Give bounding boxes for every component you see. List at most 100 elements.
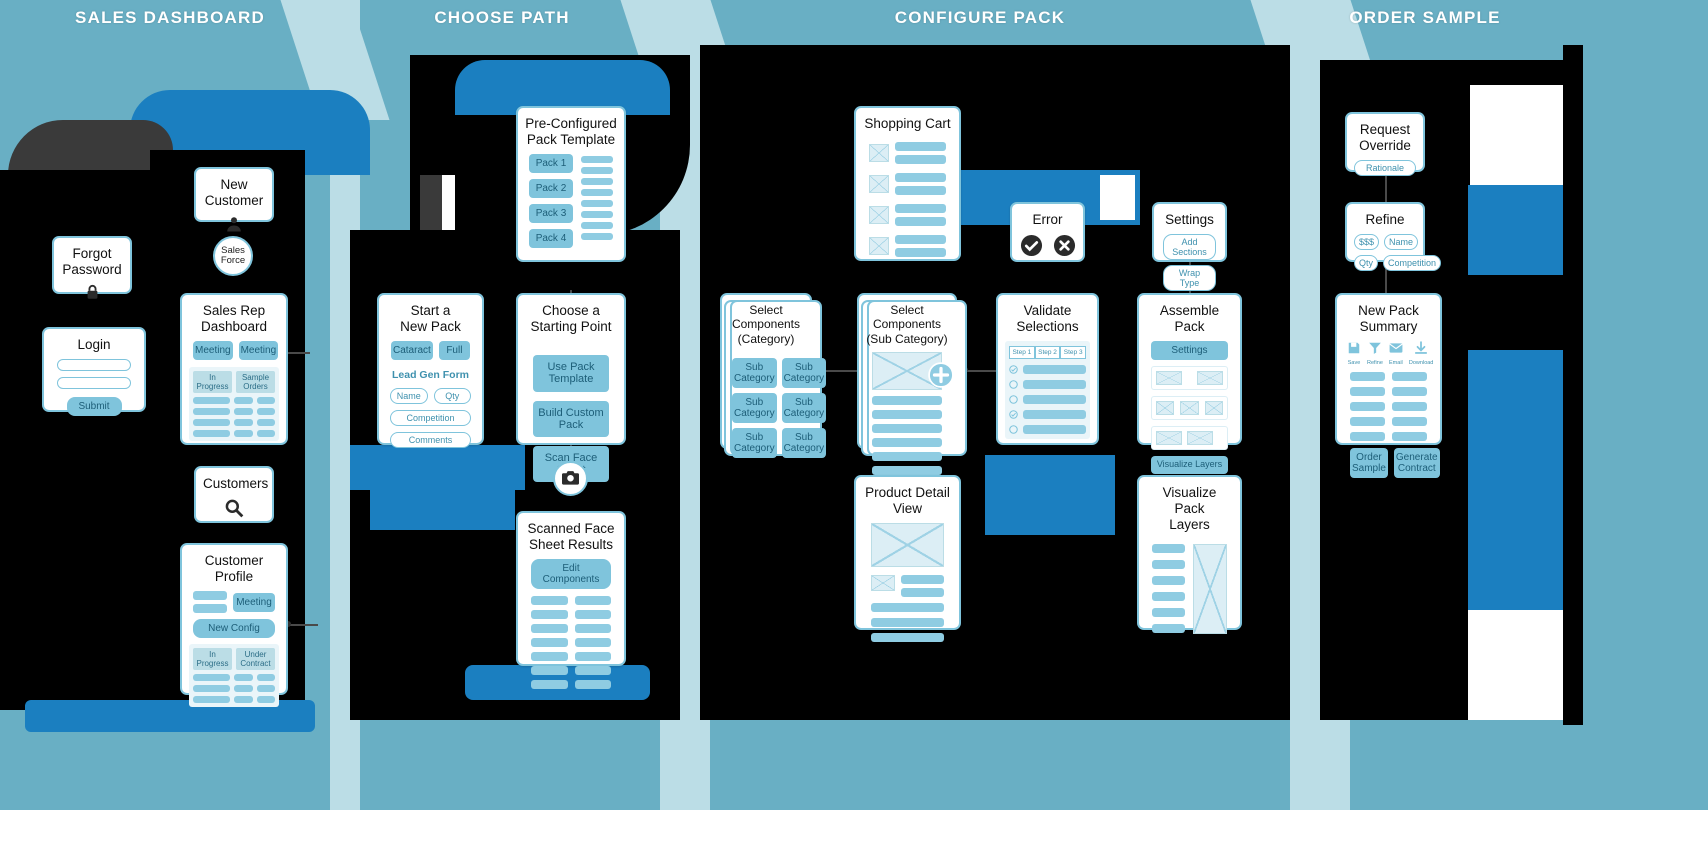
pack-button-4[interactable]: Pack 4 (529, 229, 573, 249)
select-components-subcategory-title: Select Components (Sub Category) (866, 303, 948, 346)
card-customer-profile[interactable]: Customer Profile Meeting New Config In P… (180, 543, 288, 708)
card-new-customer[interactable]: New Customer (194, 167, 274, 232)
login-field-1[interactable] (57, 359, 131, 372)
toolbar-refine[interactable]: Refine (1367, 341, 1383, 366)
option-use-pack-template[interactable]: Use Pack Template (533, 355, 609, 392)
table-row (193, 397, 275, 405)
assemble-settings-button[interactable]: Settings (1151, 341, 1228, 361)
field-qty[interactable]: Qty (433, 388, 471, 405)
product-detail-view-title: Product Detail View (865, 485, 950, 517)
card-forgot-password[interactable]: Forgot Password (52, 236, 132, 300)
toggle-full[interactable]: Full (438, 341, 470, 361)
validate-row (1009, 410, 1086, 420)
toolbar-download[interactable]: Download (1409, 341, 1433, 366)
edit-components-button[interactable]: Edit Components (531, 559, 611, 590)
connector-refine-to-summary (1385, 262, 1387, 296)
card-pre-configured-pack-template[interactable]: Pre-Configured Pack Template Pack 1 Pack… (516, 106, 626, 262)
customers-title: Customers (203, 476, 269, 491)
connector-subcat-right (812, 370, 857, 372)
card-login[interactable]: Login Submit (42, 327, 146, 417)
plus-circle-icon[interactable] (928, 362, 954, 393)
card-visualize-pack-layers[interactable]: Visualize Pack Layers (1137, 475, 1242, 634)
refine-chip-qty[interactable]: Qty (1354, 255, 1379, 272)
card-error[interactable]: Error (1010, 202, 1085, 262)
visualize-layers-button[interactable]: Visualize Layers (1151, 456, 1228, 475)
lock-icon (61, 284, 123, 305)
card-scanned-face-sheet-results[interactable]: Scanned Face Sheet Results Edit Componen… (516, 511, 626, 690)
card-validate-selections[interactable]: Validate Selections Step 1 Step 2 Step 3 (996, 293, 1099, 445)
toolbar-email-label: Email (1389, 360, 1403, 367)
card-product-detail-view[interactable]: Product Detail View (854, 475, 961, 643)
cart-row (869, 173, 946, 196)
order-sample-button[interactable]: Order Sample (1350, 448, 1388, 479)
subcategory-chip[interactable]: Sub Category (732, 428, 777, 459)
validate-selections-title: Validate Selections (1016, 303, 1079, 335)
card-customers[interactable]: Customers (194, 466, 274, 523)
refine-title: Refine (1365, 212, 1405, 227)
table-row (193, 419, 275, 427)
refine-chip-price[interactable]: $$$ (1354, 234, 1380, 251)
card-assemble-pack[interactable]: Assemble Pack Settings Visualize Layers (1137, 293, 1242, 475)
card-shopping-cart[interactable]: Shopping Cart (854, 106, 961, 261)
field-comments[interactable]: Comments (390, 432, 471, 449)
lead-gen-form-label: Lead Gen Form (391, 369, 469, 382)
card-refine[interactable]: Refine $$$ Name Qty Competition (1345, 202, 1442, 272)
pack-button-2[interactable]: Pack 2 (529, 179, 573, 199)
login-submit-button[interactable]: Submit (66, 397, 122, 417)
connector-salesrep-right (282, 352, 310, 354)
pack-button-3[interactable]: Pack 3 (529, 204, 573, 224)
rationale-field[interactable]: Rationale (1354, 160, 1416, 177)
step-1[interactable]: Step 1 (1009, 346, 1035, 360)
toolbar-email[interactable]: Email (1389, 341, 1403, 366)
card-settings[interactable]: Settings Add Sections Wrap Type (1152, 202, 1227, 292)
request-override-title: Request Override (1359, 122, 1411, 154)
meeting-button-1[interactable]: Meeting (193, 341, 233, 361)
new-config-button[interactable]: New Config (193, 619, 275, 639)
occlusion-white-4 (1468, 610, 1563, 720)
occlusion-blue-5 (370, 490, 515, 530)
cp-header-in-progress: In Progress (193, 648, 232, 671)
check-circle-icon (1020, 234, 1043, 262)
lane-title-order-sample: ORDER SAMPLE (1349, 8, 1501, 27)
login-field-2[interactable] (57, 377, 131, 390)
option-build-custom-pack[interactable]: Build Custom Pack (533, 400, 609, 437)
setting-wrap-type[interactable]: Wrap Type (1163, 265, 1216, 292)
meeting-button-2[interactable]: Meeting (238, 341, 279, 361)
download-icon (1415, 341, 1427, 355)
camera-icon (562, 470, 579, 488)
card-new-pack-summary[interactable]: New Pack Summary Save Refine Email Downl… (1335, 293, 1442, 479)
cart-row (869, 235, 946, 258)
node-camera[interactable] (553, 461, 588, 496)
node-sales-force[interactable]: Sales Force (213, 236, 253, 276)
field-name[interactable]: Name (390, 388, 428, 405)
card-select-components-category[interactable]: Select Components (Category) Sub Categor… (720, 293, 827, 459)
toolbar-save[interactable]: Save (1347, 341, 1361, 366)
setting-add-sections[interactable]: Add Sections (1163, 234, 1216, 261)
table-row (193, 696, 275, 704)
subcategory-chip[interactable]: Sub Category (732, 393, 777, 424)
refine-chip-name[interactable]: Name (1384, 234, 1419, 251)
customer-profile-meeting-button[interactable]: Meeting (233, 592, 275, 612)
toggle-cataract[interactable]: Cataract (391, 341, 433, 361)
validate-row (1009, 380, 1086, 390)
card-sales-rep-dashboard[interactable]: Sales Rep Dashboard Meeting Meeting In P… (180, 293, 288, 445)
refine-chip-competition[interactable]: Competition (1383, 255, 1442, 272)
step-2[interactable]: Step 2 (1034, 346, 1061, 360)
pack-button-1[interactable]: Pack 1 (529, 154, 573, 174)
card-start-new-pack[interactable]: Start a New Pack Cataract Full Lead Gen … (377, 293, 484, 449)
forgot-password-title: Forgot Password (62, 246, 122, 278)
magnifier-icon (203, 498, 265, 523)
connector-override-to-refine (1385, 172, 1387, 204)
subcategory-chip[interactable]: Sub Category (781, 428, 827, 459)
subcategory-chip[interactable]: Sub Category (732, 358, 777, 389)
step-3[interactable]: Step 3 (1060, 346, 1087, 360)
card-select-components-subcategory[interactable]: Select Components (Sub Category) (857, 293, 967, 476)
generate-contract-button[interactable]: Generate Contract (1393, 448, 1440, 479)
subcategory-chip[interactable]: Sub Category (781, 393, 827, 424)
field-competition[interactable]: Competition (390, 410, 471, 427)
subcategory-chip[interactable]: Sub Category (781, 358, 827, 389)
card-choose-starting-point[interactable]: Choose a Starting Point Use Pack Templat… (516, 293, 626, 482)
card-request-override[interactable]: Request Override Rationale (1345, 112, 1425, 177)
bottom-white-strip (0, 810, 1708, 855)
lane-title-choose-path: CHOOSE PATH (434, 8, 570, 27)
